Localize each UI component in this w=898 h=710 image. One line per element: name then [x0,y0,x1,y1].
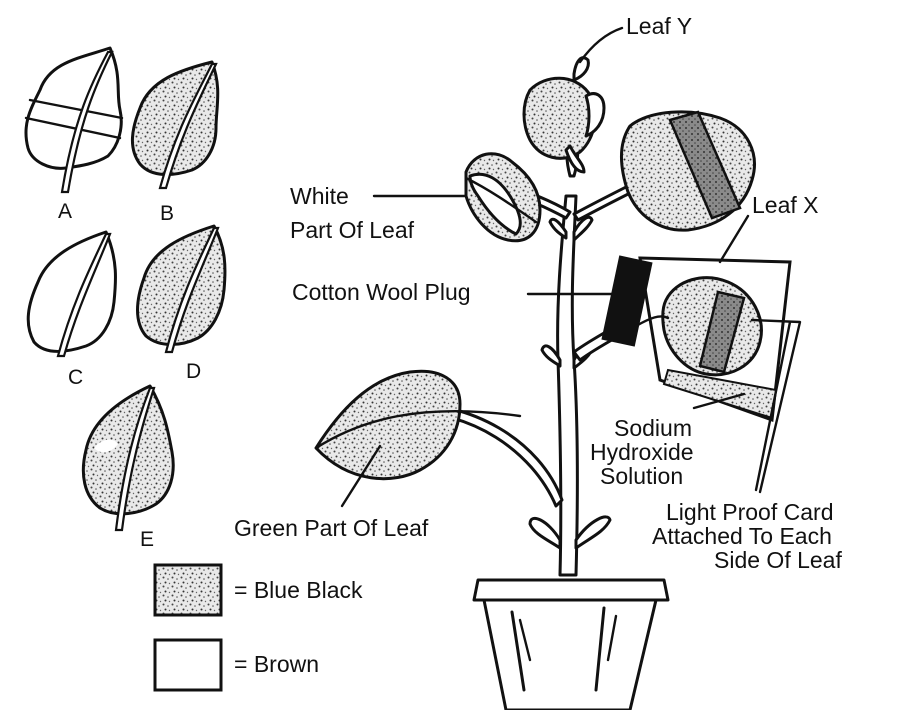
label-sodium-1: Sodium [614,415,692,441]
legend-swatch-blue-black [155,565,221,615]
cotton-wool-plug [601,255,652,346]
legend-swatch-brown [155,640,221,690]
label-light-proof-2: Attached To Each [652,523,832,549]
label-leaf-x: Leaf X [752,192,819,218]
leaf-label-e: E [140,528,154,551]
legend-blue-black: = Blue Black [234,577,363,603]
legend-brown: = Brown [234,651,319,677]
label-light-proof-1: Light Proof Card [666,499,833,525]
label-leaf-y: Leaf Y [626,13,692,39]
leaf-a [26,48,122,192]
label-green-part: Green Part Of Leaf [234,515,429,541]
leaf-b [132,62,217,188]
label-sodium-3: Solution [600,463,683,489]
label-light-proof-3: Side Of Leaf [714,547,842,573]
leaf-label-a: A [58,200,72,223]
label-sodium-2: Hydroxide [590,439,694,465]
label-white-part-2: Part Of Leaf [290,217,415,243]
label-cotton-wool-plug: Cotton Wool Plug [292,279,471,305]
leaf-label-b: B [160,202,174,225]
pointer-leaf-x [720,216,748,262]
label-white-part-1: White [290,183,349,209]
pot-rim [474,580,668,600]
plant [316,58,790,710]
leaf-label-d: D [186,360,201,383]
pot-body [484,600,656,710]
leaf-label-c: C [68,366,83,389]
leaf-e [83,386,173,530]
leaf-c [28,232,115,356]
leaf-d [138,226,225,352]
